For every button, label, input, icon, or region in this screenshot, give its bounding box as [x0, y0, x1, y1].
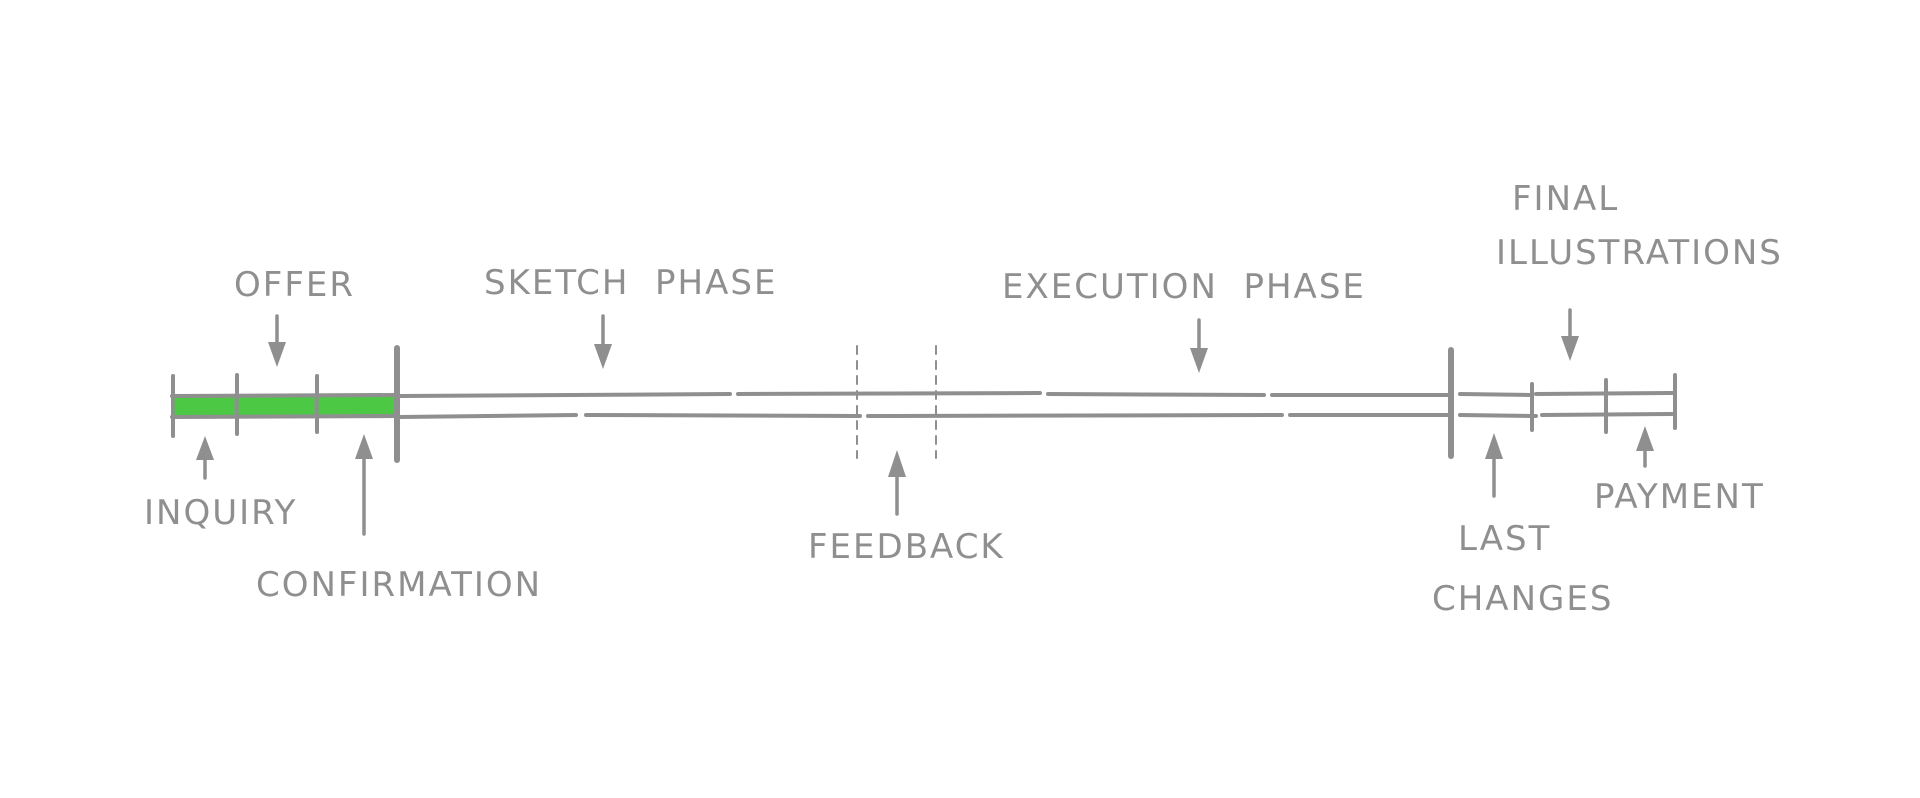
label-offer: OFFER [234, 265, 355, 305]
progress-fill [172, 396, 398, 417]
arrow-execution [1190, 318, 1208, 373]
timeline-rails [170, 391, 1674, 419]
arrow-feedback [888, 450, 906, 516]
label-payment: PAYMENT [1594, 477, 1765, 517]
arrow-confirmation [355, 434, 373, 536]
label-last-line2: CHANGES [1432, 579, 1614, 619]
label-execution-phase: EXECUTION PHASE [1002, 267, 1366, 307]
arrow-inquiry [196, 436, 214, 480]
arrow-last-changes [1485, 433, 1503, 498]
feedback-window [856, 345, 937, 459]
label-last-line1: LAST [1458, 519, 1552, 559]
label-final-line2: ILLUSTRATIONS [1496, 233, 1783, 273]
label-sketch-phase: SKETCH PHASE [484, 263, 778, 303]
rail-bottom [170, 412, 1674, 419]
label-feedback: FEEDBACK [808, 527, 1005, 567]
label-confirmation: CONFIRMATION [256, 565, 543, 605]
rail-top [170, 391, 1674, 398]
milestone-ticks [171, 345, 1677, 463]
arrow-sketch [594, 314, 612, 369]
label-inquiry: INQUIRY [144, 493, 298, 533]
arrow-payment [1636, 426, 1654, 468]
label-final-line1: FINAL [1512, 179, 1620, 219]
arrows [196, 308, 1654, 536]
arrow-final [1561, 308, 1579, 361]
arrow-offer [268, 314, 286, 367]
